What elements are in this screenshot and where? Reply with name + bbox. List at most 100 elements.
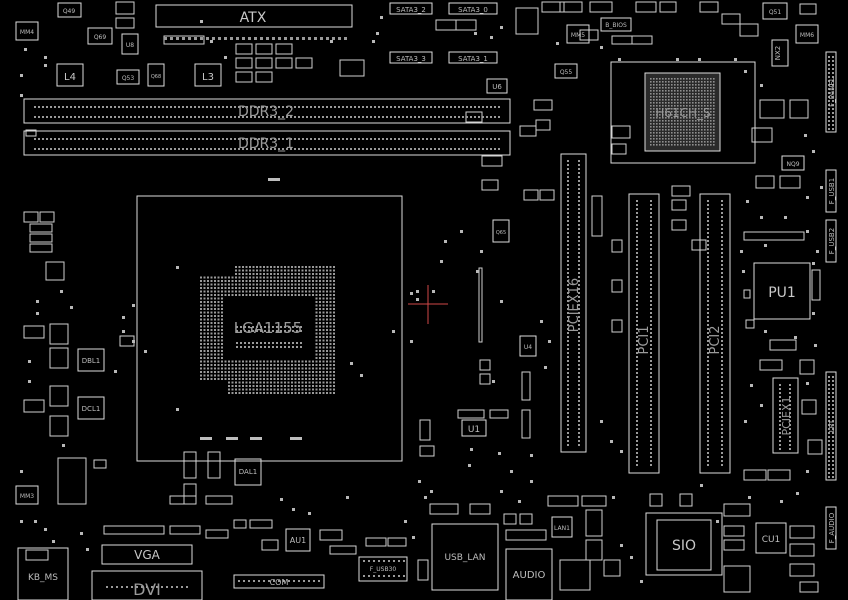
usb-lan-connector[interactable] (431, 523, 499, 591)
mm4-part[interactable] (15, 21, 39, 41)
com-header[interactable] (233, 574, 325, 589)
socket-pin (210, 329, 213, 331)
pch-ball (695, 84, 697, 86)
pch-ball (683, 111, 685, 113)
pch-ball (701, 123, 703, 125)
sio-chip[interactable] (656, 519, 712, 571)
u4-part[interactable] (519, 335, 537, 357)
q51-part[interactable] (762, 2, 788, 20)
u6-part[interactable] (486, 78, 508, 94)
nx2-part[interactable] (771, 39, 789, 67)
socket-pin (294, 374, 297, 377)
socket-pin (249, 276, 251, 279)
lan1-chip[interactable] (551, 516, 573, 538)
sata3-3-connector[interactable] (389, 51, 433, 64)
pch-ball (677, 108, 679, 110)
q65-part[interactable] (492, 219, 510, 243)
socket-pin (242, 367, 244, 370)
socket-pin (270, 294, 272, 296)
pch-ball (671, 135, 673, 137)
ddr3-1-slot[interactable] (23, 130, 511, 156)
socket-pin (256, 273, 258, 275)
socket-pin (333, 266, 335, 268)
lpt-header[interactable] (825, 371, 837, 481)
socket-pin (214, 297, 216, 300)
socket-pin (322, 346, 325, 349)
cu1-chip[interactable] (755, 522, 787, 554)
socket-pin (217, 360, 220, 363)
socket-pin (256, 287, 258, 289)
pch-ball (701, 144, 703, 146)
l3-inductor[interactable] (194, 63, 222, 87)
l4-inductor[interactable] (56, 63, 84, 87)
u1-chip[interactable] (461, 419, 487, 437)
q49-part[interactable] (57, 2, 82, 18)
sata3-1-connector[interactable] (448, 51, 498, 64)
b-bios-chip[interactable] (600, 17, 632, 32)
pci1-slot[interactable] (628, 193, 660, 474)
cpu-socket-outline[interactable] (136, 195, 403, 462)
socket-pin (333, 297, 335, 300)
f-usb1-header[interactable] (825, 169, 837, 213)
q55-part[interactable] (554, 63, 578, 79)
q68-part[interactable] (147, 63, 165, 87)
socket-pin (203, 329, 206, 331)
pch-ball (662, 108, 664, 110)
socket-pin (207, 353, 209, 356)
pch-ball (656, 120, 658, 122)
pciex1-slot[interactable] (772, 377, 799, 454)
socket-pin (326, 357, 328, 359)
pciex16-slot[interactable] (560, 153, 587, 453)
pch-ball (680, 96, 682, 98)
socket-pin (319, 308, 321, 310)
socket-pin (322, 350, 325, 352)
pch-outline[interactable] (610, 61, 756, 164)
f-panel-header[interactable] (825, 51, 837, 133)
socket-pin (305, 364, 307, 366)
mm3-part[interactable] (15, 485, 39, 505)
kb-ms-connector[interactable] (17, 547, 69, 600)
socket-pin (333, 367, 335, 370)
dal1-chip[interactable] (234, 458, 262, 486)
socket-pin (252, 367, 255, 370)
mm6-part[interactable] (795, 24, 819, 44)
au1-chip[interactable] (285, 528, 311, 552)
socket-pin (326, 374, 328, 377)
q53-part[interactable] (116, 69, 140, 85)
pch-ball (653, 90, 655, 92)
sata3-0-connector[interactable] (448, 2, 498, 15)
dbl1-chip[interactable] (77, 348, 105, 372)
socket-pin (301, 378, 304, 380)
socket-pin (287, 283, 290, 286)
sio-outline[interactable] (645, 512, 723, 576)
f-audio-header[interactable] (825, 506, 837, 550)
socket-pin (308, 290, 311, 293)
sata3-2-connector[interactable] (389, 2, 433, 15)
atx-connector[interactable] (155, 4, 353, 28)
sata3-0-label: SATA3_0 (458, 6, 488, 14)
socket-pin (273, 269, 276, 272)
pci2-slot[interactable] (699, 193, 731, 474)
dvi-connector[interactable] (91, 570, 203, 600)
q69-part[interactable] (87, 27, 113, 45)
socket-pin (277, 367, 279, 370)
pch-ball (650, 108, 652, 110)
u8-part[interactable] (121, 33, 139, 55)
socket-pin (252, 273, 255, 275)
pch-ball (686, 132, 688, 134)
socket-pin (200, 332, 202, 335)
f-usb30-header[interactable] (358, 556, 408, 582)
vga-connector[interactable] (101, 544, 193, 565)
socket-pin (284, 360, 286, 363)
audio-connector[interactable] (505, 548, 553, 600)
nq9-part[interactable] (781, 155, 805, 171)
dcl1-chip[interactable] (77, 396, 105, 420)
pch-ball (671, 141, 673, 143)
pch-ball (662, 114, 664, 116)
socket-pin (329, 308, 332, 310)
ddr3-2-slot[interactable] (23, 98, 511, 124)
f-usb2-header[interactable] (825, 219, 837, 263)
pch-ball (686, 114, 688, 116)
mm5-part[interactable] (566, 24, 590, 44)
pu1-chip[interactable] (753, 262, 811, 320)
